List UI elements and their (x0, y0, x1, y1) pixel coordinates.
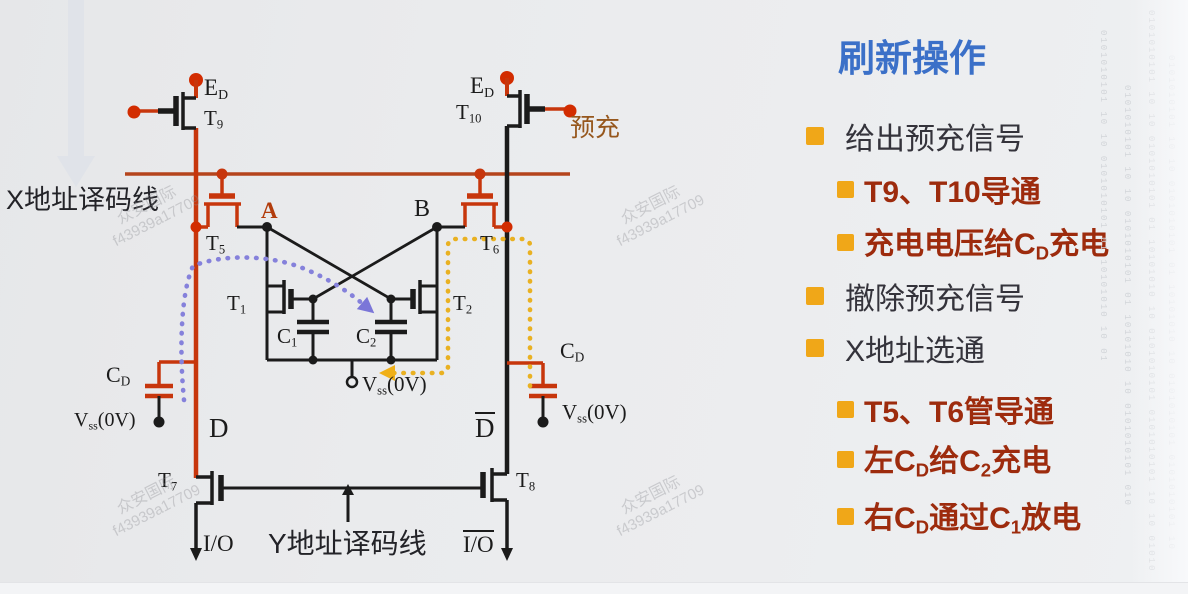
d-label: D (209, 413, 229, 443)
bullet-square-icon (837, 233, 854, 251)
right-edge-band (1128, 0, 1188, 594)
ed-right-label: ED (470, 73, 495, 100)
transistor-t5 (190, 174, 241, 233)
circuit-diagram (125, 71, 577, 561)
transistor-t1 (267, 280, 318, 314)
node-a-label: A (261, 198, 278, 223)
iobar-right-label: I/O (463, 530, 494, 557)
bullet-square-icon (806, 127, 824, 145)
capacitor-c1 (297, 299, 329, 365)
panel-title: 刷新操作 (838, 38, 986, 79)
bullet-square-icon (837, 507, 854, 525)
binary-watermark: 0101010101 10 10 0101010101 01 10101010 … (1098, 30, 1108, 360)
bullet-item: T5、T6管导通 (837, 390, 1055, 429)
t7-label: T7 (158, 468, 178, 494)
bottom-strip (0, 582, 1188, 594)
x-word-line (125, 168, 570, 180)
capacitor-cd-right (507, 361, 557, 428)
node-b-label: B (414, 196, 431, 222)
capacitor-cd-left (145, 360, 196, 428)
ground-terminal (345, 360, 359, 389)
right-bit-line (500, 71, 514, 550)
bullet-item: X地址选通 (806, 329, 986, 368)
precharge-label: 预充 (570, 114, 621, 142)
t6-label: T6 (480, 231, 500, 257)
cd-left-label: CD (106, 362, 131, 389)
io-left-label: I/O (203, 531, 234, 556)
bullet-item: 充电电压给CD充电 (837, 223, 1109, 264)
bullet-item-label: 撤除预充信号 (845, 283, 1025, 316)
bullet-item-label: X地址选通 (845, 335, 986, 368)
bullet-square-icon (837, 400, 854, 418)
binary-watermark: 0101010101 10 10 0101010101 01 10101010 … (1122, 85, 1132, 505)
bullet-item-label: 左CD给C2充电 (864, 445, 1052, 481)
capacitor-c2 (375, 299, 407, 365)
transistor-t10 (507, 90, 577, 128)
bullet-item: 右CD通过C1放电 (837, 497, 1081, 538)
dbar-label: D (475, 412, 495, 443)
t8-label: T8 (516, 468, 536, 494)
bullet-item: T9、T10导通 (837, 170, 1041, 209)
io-left-arrow (190, 548, 202, 561)
charge-path-purple (179, 255, 375, 403)
bullet-square-icon (837, 450, 854, 468)
bullet-item-label: 充电电压给CD充电 (864, 228, 1110, 264)
c2-label: C2 (356, 324, 377, 350)
cd-right-label: CD (560, 338, 585, 365)
left-bit-line (189, 73, 203, 478)
io-right-arrow (501, 548, 513, 561)
bullet-square-icon (806, 339, 824, 357)
bullet-square-icon (837, 180, 854, 198)
c1-label: C1 (277, 324, 298, 350)
t9-label: T9 (204, 106, 224, 132)
discharge-path-yellow (379, 236, 533, 389)
vss-left-label: Vss(0V) (74, 409, 136, 433)
t10-label: T10 (456, 100, 482, 126)
bullet-item: 左CD给C2充电 (837, 440, 1051, 481)
ed-left-label: ED (204, 75, 229, 102)
transistor-t8 (480, 468, 507, 502)
transistor-t7 (194, 471, 224, 550)
vss-center-label: Vss(0V) (362, 372, 427, 398)
x-decode-label: X地址译码线 (6, 185, 160, 215)
bullet-item-label: 右CD通过C1放电 (864, 502, 1082, 538)
y-address-line (221, 486, 483, 522)
t2-label: T2 (453, 291, 473, 317)
t5-label: T5 (206, 231, 226, 257)
transistor-t9 (127, 92, 196, 130)
scroll-down-arrow (57, 0, 95, 187)
bullet-item-label: T5、T6管导通 (864, 396, 1055, 429)
transistor-t2 (386, 280, 437, 314)
bullet-item: 撤除预充信号 (806, 277, 1025, 316)
y-decode-label: Y地址译码线 (268, 528, 427, 559)
transistor-t6 (461, 174, 513, 233)
bullet-item-label: 给出预充信号 (845, 123, 1025, 156)
t1-label: T1 (227, 291, 247, 317)
vss-right-label: Vss(0V) (562, 400, 627, 426)
bullet-square-icon (806, 287, 824, 305)
y-line-arrow (342, 484, 354, 495)
bullet-item: 给出预充信号 (806, 117, 1025, 156)
bullet-item-label: T9、T10导通 (864, 176, 1041, 209)
